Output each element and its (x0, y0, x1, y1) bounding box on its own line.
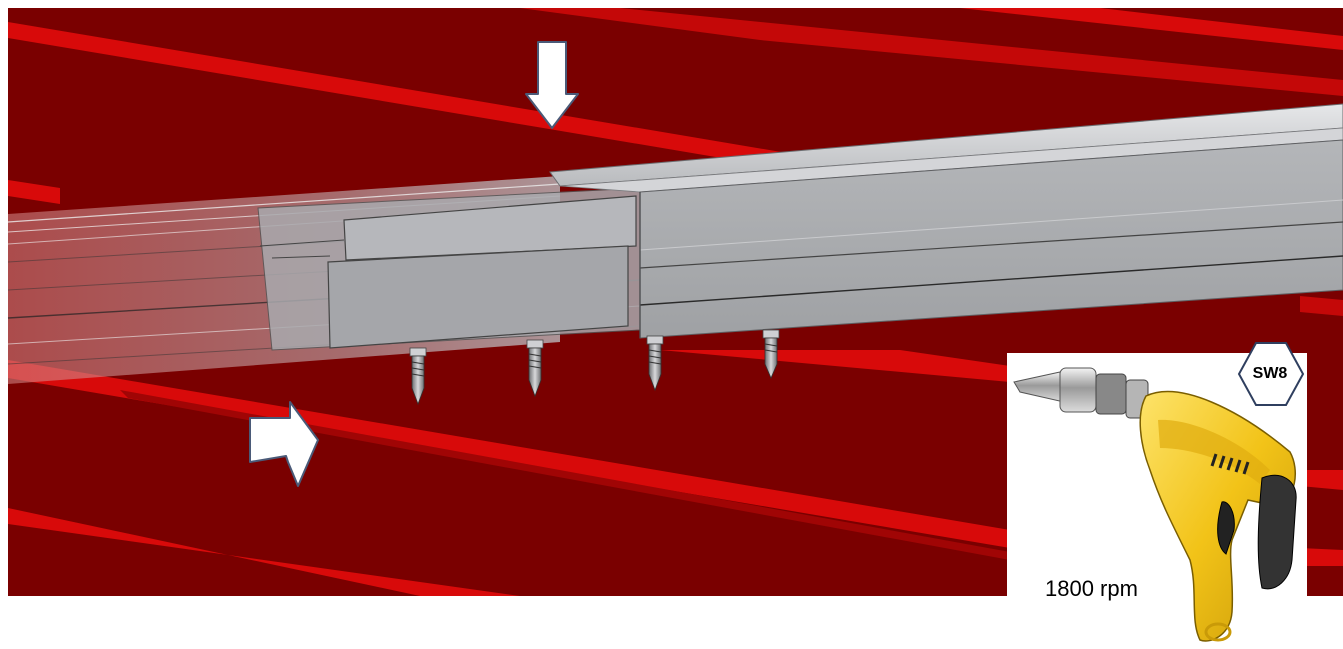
roof-rib (8, 180, 60, 204)
roof-rib (8, 22, 900, 188)
screws (409, 329, 780, 406)
roof-rib (1300, 470, 1343, 490)
roof-rib (1300, 548, 1343, 566)
roof-rib (1300, 296, 1343, 316)
roof-rib (520, 8, 1343, 96)
screw (526, 339, 544, 398)
right-arrow-icon (249, 401, 319, 487)
roof-rib (660, 350, 1010, 382)
down-arrow-icon (525, 41, 579, 129)
drill-icon (1013, 367, 1297, 642)
splice-connector (257, 187, 641, 351)
drill-bit-label: SW8 (1252, 365, 1288, 382)
screw (646, 335, 664, 392)
hexagon-badge-icon (1237, 342, 1305, 406)
screw (762, 329, 780, 380)
drill-speed-label: 1800 rpm (1045, 576, 1138, 601)
roof-rib (8, 360, 1010, 548)
roof-rib (960, 8, 1343, 50)
screw (409, 347, 427, 406)
mounting-rail (549, 103, 1343, 339)
roof-rib (120, 390, 1010, 560)
